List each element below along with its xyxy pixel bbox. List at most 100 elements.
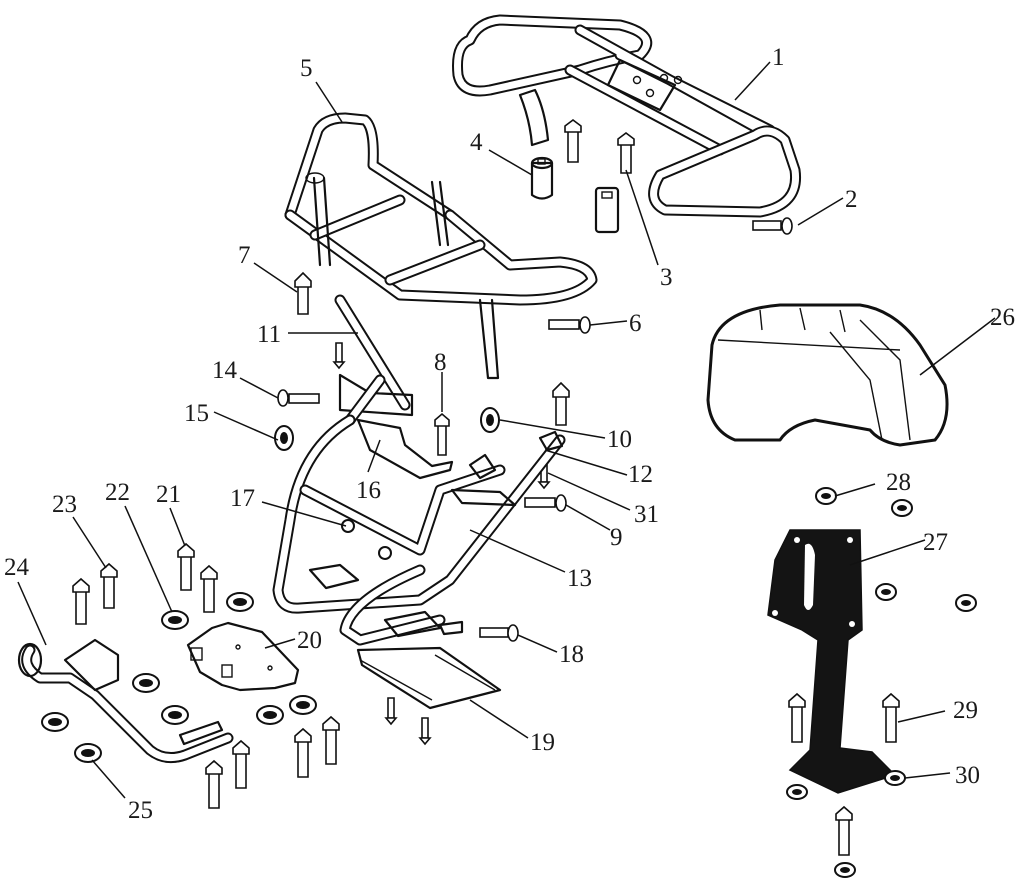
callout-1: 1 bbox=[772, 44, 785, 71]
part-22-nut bbox=[161, 610, 189, 630]
leader-14 bbox=[239, 377, 279, 399]
part-9-bolt bbox=[524, 494, 567, 512]
part-7-bolt bbox=[294, 271, 312, 315]
part-18-bolt bbox=[479, 624, 519, 642]
callout-25: 25 bbox=[128, 797, 153, 824]
callout-14: 14 bbox=[212, 357, 238, 384]
part-24-side-bar bbox=[17, 638, 234, 764]
callout-18: 18 bbox=[559, 641, 584, 668]
leader-12 bbox=[544, 449, 628, 476]
leader-25 bbox=[91, 759, 126, 799]
leader-17 bbox=[261, 501, 347, 527]
leader-22 bbox=[124, 505, 173, 613]
leader-9 bbox=[565, 504, 611, 531]
nut bbox=[891, 499, 913, 517]
leader-7 bbox=[253, 262, 298, 293]
callout-29: 29 bbox=[953, 697, 978, 724]
leader-4 bbox=[488, 149, 533, 176]
bolt bbox=[232, 739, 250, 789]
part-19-skid-plate bbox=[356, 646, 502, 710]
leader-2 bbox=[797, 197, 844, 226]
callout-28: 28 bbox=[886, 469, 911, 496]
callout-3: 3 bbox=[660, 264, 673, 291]
part-16-bracket bbox=[356, 418, 454, 480]
leader-18 bbox=[517, 634, 558, 653]
leader-31 bbox=[547, 472, 631, 511]
callout-5: 5 bbox=[300, 55, 313, 82]
part-13-frame bbox=[272, 414, 566, 646]
callout-21: 21 bbox=[156, 481, 181, 508]
leader-23 bbox=[72, 516, 107, 569]
part-11-brace bbox=[334, 294, 414, 426]
leader-21 bbox=[169, 507, 186, 547]
part-6-bolt bbox=[548, 316, 591, 334]
part-spacer-square bbox=[594, 186, 620, 234]
part-25-nut bbox=[74, 743, 102, 763]
leader-5 bbox=[315, 81, 343, 123]
leader-1 bbox=[734, 61, 771, 101]
callout-labels: 1 2 3 4 5 6 7 8 9 10 11 12 13 14 15 16 1… bbox=[4, 44, 1015, 824]
leader-24 bbox=[17, 581, 47, 646]
bolt bbox=[835, 805, 853, 856]
bolt-near-11 bbox=[332, 342, 346, 370]
part-23-bolt bbox=[100, 562, 118, 609]
leader-20 bbox=[264, 638, 296, 649]
callout-24: 24 bbox=[4, 554, 30, 581]
part-29-bolt bbox=[882, 692, 900, 743]
callout-2: 2 bbox=[845, 186, 858, 213]
part-1-front-rack bbox=[452, 14, 802, 218]
nut bbox=[955, 594, 977, 612]
nut bbox=[875, 583, 897, 601]
bolt-near-10 bbox=[552, 381, 570, 426]
leader-13 bbox=[469, 529, 566, 573]
callout-15: 15 bbox=[184, 400, 209, 427]
callout-27: 27 bbox=[923, 529, 948, 556]
callout-8: 8 bbox=[434, 349, 447, 376]
part-12-step-plate bbox=[450, 430, 564, 507]
bolt bbox=[294, 727, 312, 778]
part-14-bolt bbox=[277, 389, 320, 407]
fastener-group-left bbox=[41, 542, 340, 809]
callout-23: 23 bbox=[52, 491, 77, 518]
part-3-bolt bbox=[617, 132, 635, 174]
callout-12: 12 bbox=[628, 461, 653, 488]
part-4-spacer bbox=[530, 156, 554, 200]
callout-17: 17 bbox=[230, 485, 255, 512]
nut bbox=[161, 705, 189, 725]
part-28-nut bbox=[815, 487, 837, 505]
callout-30: 30 bbox=[955, 762, 980, 789]
callout-13: 13 bbox=[567, 565, 592, 592]
leader-28 bbox=[834, 483, 876, 497]
part-27-bracket bbox=[767, 529, 897, 794]
leader-27 bbox=[849, 539, 926, 566]
nut bbox=[289, 695, 317, 715]
callout-26: 26 bbox=[990, 304, 1015, 331]
callout-10: 10 bbox=[607, 426, 632, 453]
callout-19: 19 bbox=[530, 729, 555, 756]
leader-16 bbox=[367, 439, 381, 473]
callout-7: 7 bbox=[238, 242, 251, 269]
bolt bbox=[200, 564, 218, 613]
leader-29 bbox=[897, 710, 946, 723]
bolt bbox=[322, 715, 340, 765]
bolt bbox=[72, 577, 90, 625]
leader-lines bbox=[17, 61, 996, 799]
part-30-nut bbox=[884, 770, 906, 786]
leader-3 bbox=[625, 169, 659, 266]
callout-16: 16 bbox=[356, 477, 381, 504]
callout-11: 11 bbox=[257, 321, 281, 348]
callout-4: 4 bbox=[470, 129, 483, 156]
leader-15 bbox=[213, 411, 279, 441]
part-15-washer bbox=[274, 425, 294, 451]
bolt bbox=[205, 759, 223, 809]
callout-31: 31 bbox=[634, 501, 659, 528]
part-26-cover bbox=[706, 303, 949, 447]
part-2-bolt bbox=[752, 217, 793, 235]
leader-10 bbox=[499, 419, 606, 439]
nut bbox=[786, 784, 808, 800]
bolts-under-19 bbox=[384, 697, 432, 746]
bolt bbox=[788, 692, 806, 743]
nut bbox=[834, 862, 856, 878]
